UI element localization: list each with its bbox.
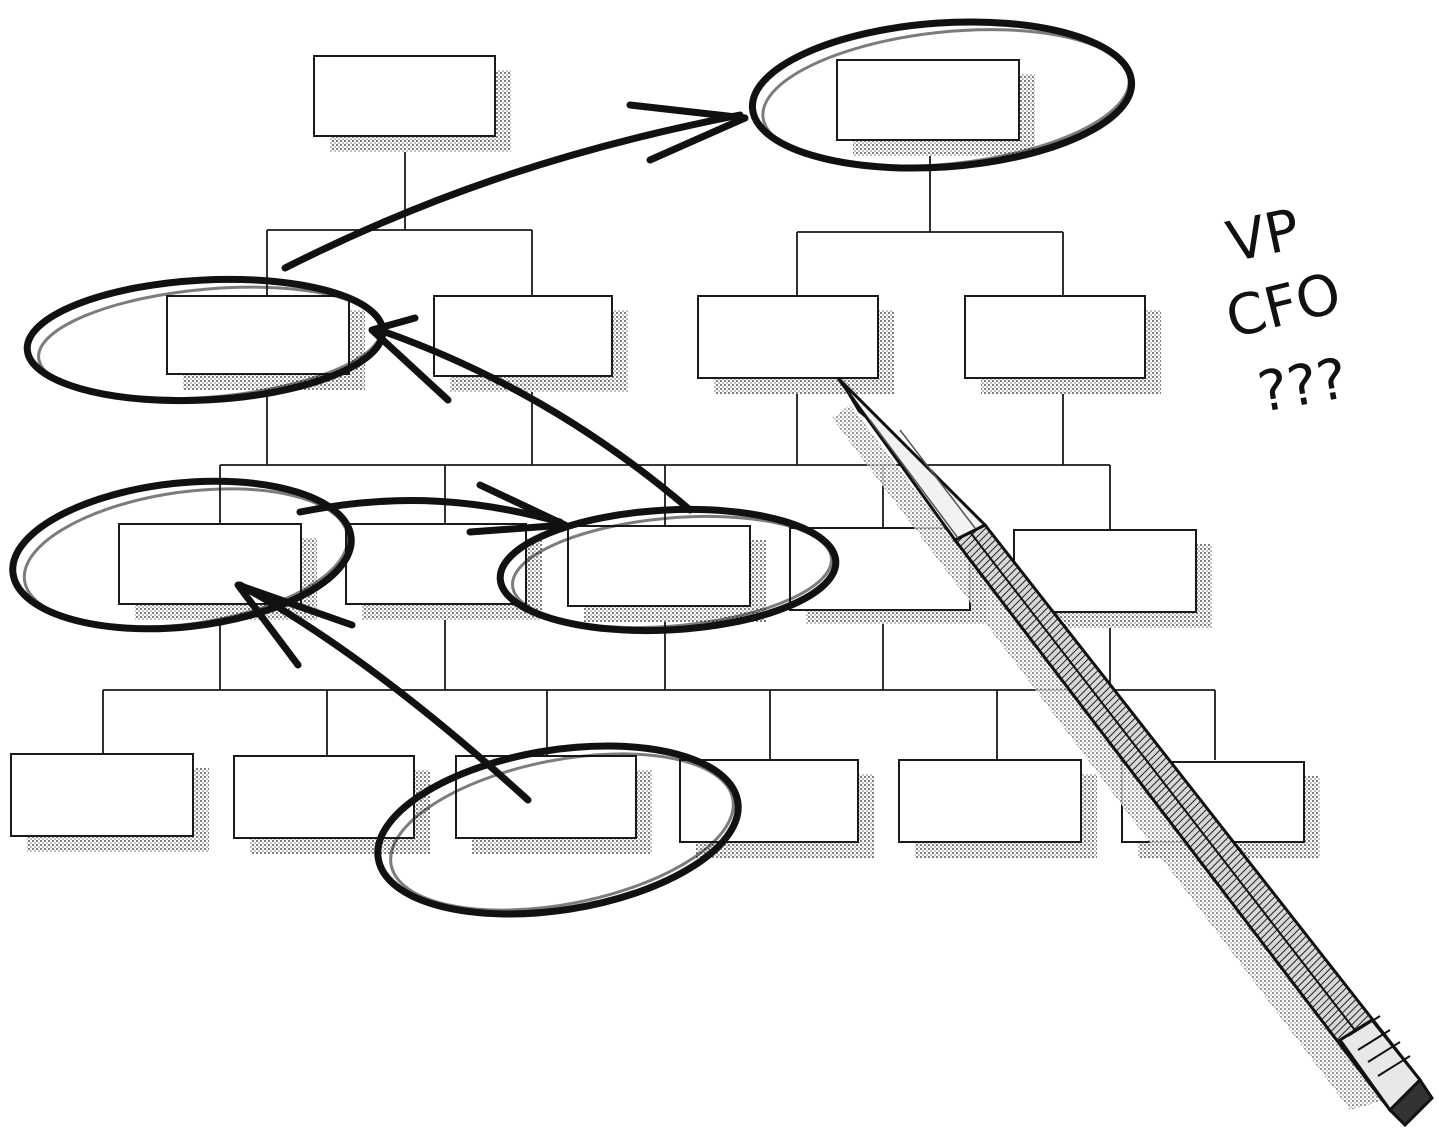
scribble-arrows xyxy=(234,101,749,804)
circle-top-right xyxy=(748,18,1136,172)
pencil-icon xyxy=(832,376,1434,1128)
org-box-l2-3 xyxy=(567,525,751,607)
circle-level3-middle xyxy=(374,742,742,918)
org-boxes xyxy=(10,55,1320,858)
note-line-questions: ??? xyxy=(1253,346,1352,425)
org-box-l3-5 xyxy=(898,759,1082,843)
org-box-top-right xyxy=(836,59,1020,141)
org-box-l1-4 xyxy=(964,295,1146,379)
org-box-l3-2 xyxy=(233,755,415,839)
org-box-top-left xyxy=(313,55,496,137)
org-box-l3-1 xyxy=(10,753,194,837)
handwritten-note: VP CFO ??? xyxy=(1220,197,1353,426)
circle-level2-middle xyxy=(496,505,840,635)
org-box-l3-4 xyxy=(679,759,859,843)
org-box-l2-1 xyxy=(118,523,302,605)
org-box-l1-3 xyxy=(697,295,879,379)
org-box-l3-3 xyxy=(455,755,637,839)
note-line-vp: VP xyxy=(1221,197,1305,276)
circle-level2-left xyxy=(9,477,355,633)
org-connectors xyxy=(102,136,1216,760)
org-box-l1-1 xyxy=(166,295,350,375)
org-box-l2-2 xyxy=(345,523,527,605)
